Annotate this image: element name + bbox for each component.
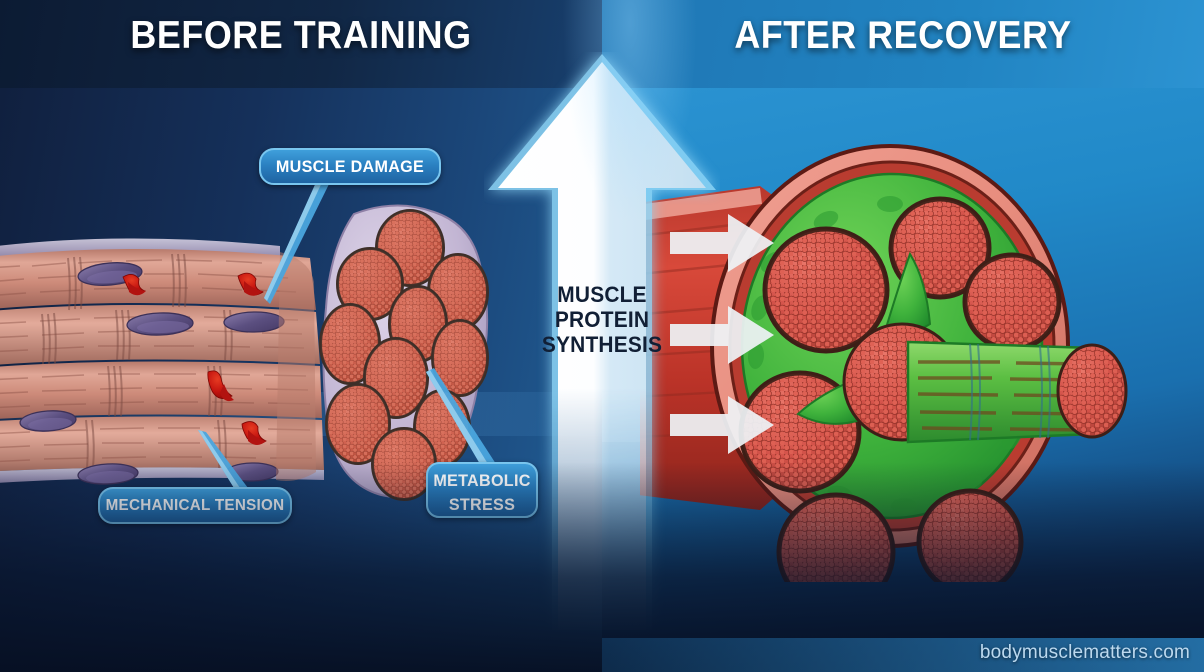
flow-arrow-2 [670,306,776,364]
bottom-accent-strip [602,638,1204,672]
protruding-fascicle [906,340,1128,444]
flow-arrow-1 [670,214,776,272]
header-title-left: BEFORE TRAINING [130,14,472,57]
bottom-vignette [0,462,1204,672]
muscle-protein-synthesis-label: MUSCLE PROTEIN SYNTHESIS [537,282,666,357]
leader-line-metabolic-stress [420,368,520,468]
header-title-right: AFTER RECOVERY [734,14,1072,57]
mps-line-3: SYNTHESIS [541,332,663,357]
mps-line-2: PROTEIN [554,307,650,332]
mps-line-1: MUSCLE [557,282,647,307]
callout-muscle-damage-label: MUSCLE DAMAGE [275,157,425,176]
header-band-right [602,0,1204,88]
leader-line-muscle-damage [250,178,370,308]
flow-arrow-3 [670,396,776,454]
up-arrow-icon [484,52,720,632]
header-band-left [0,0,602,88]
muscle-damage-tear [122,272,267,445]
arrow-glow [560,0,700,230]
callout-muscle-damage[interactable]: MUSCLE DAMAGE [259,148,441,185]
watermark: bodymusclematters.com [979,642,1190,663]
